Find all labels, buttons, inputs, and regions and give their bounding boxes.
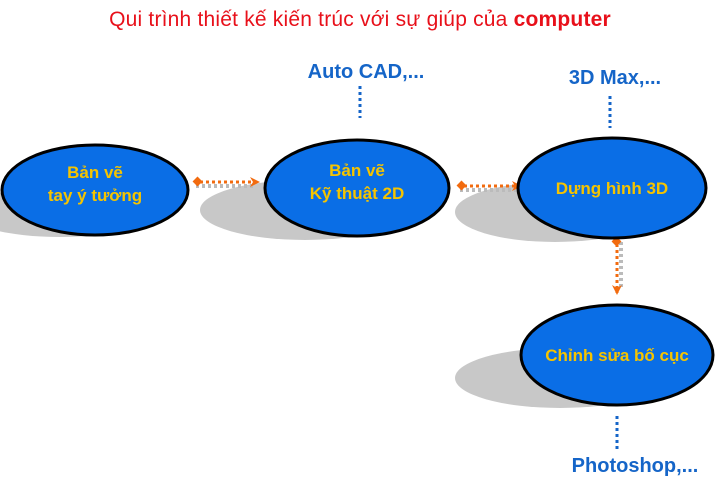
- slide-title: Qui trình thiết kế kiến trúc với sự giúp…: [0, 8, 720, 32]
- tool-label-3dmax: 3D Max,...: [569, 67, 661, 89]
- arrow-2-to-3: [456, 180, 522, 192]
- tool-label-photoshop: Photoshop,...: [572, 455, 699, 477]
- arrow-1-to-2: [192, 176, 260, 188]
- node-label: Bản vẽ: [329, 161, 385, 180]
- node-3d-modeling: Dựng hình 3D: [516, 136, 708, 240]
- node-2d-drawing: Bản vẽ Kỹ thuật 2D: [263, 138, 451, 238]
- node-label: Dựng hình 3D: [556, 179, 668, 198]
- tool-label-autocad: Auto CAD,...: [308, 61, 425, 83]
- node-label: tay ý tưởng: [48, 186, 142, 205]
- node-sketch: Bản vẽ tay ý tưởng: [0, 143, 190, 237]
- node-label: Chỉnh sửa bố cục: [545, 346, 689, 365]
- arrow-3-to-4: [611, 236, 623, 295]
- title-text: Qui trình thiết kế kiến trúc với sự giúp…: [109, 8, 508, 31]
- node-label: Bản vẽ: [67, 163, 123, 182]
- title-emphasis: computer: [513, 8, 611, 31]
- node-label: Kỹ thuật 2D: [310, 184, 404, 203]
- node-layout-editing: Chỉnh sửa bố cục: [519, 303, 715, 407]
